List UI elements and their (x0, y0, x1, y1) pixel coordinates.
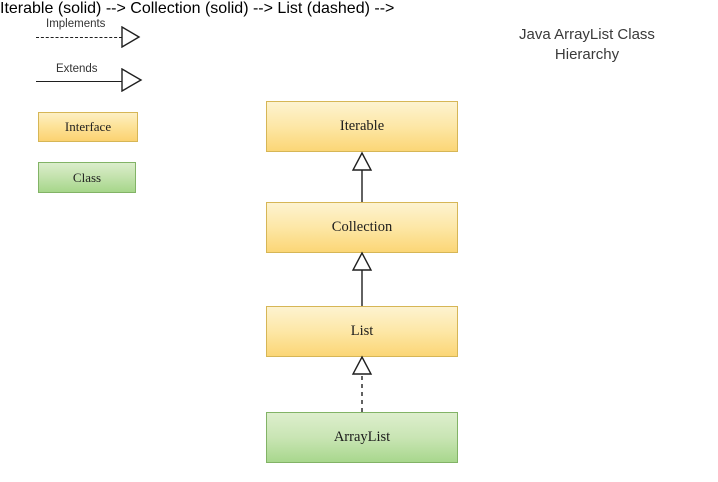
node-list[interactable]: List (266, 306, 458, 357)
legend-implements-label: Implements (46, 18, 106, 30)
node-arraylist[interactable]: ArrayList (266, 412, 458, 463)
legend-swatch-interface: Interface (38, 112, 138, 142)
legend-swatch-class-label: Class (72, 169, 102, 185)
edge-arraylist-implements-list (351, 355, 373, 412)
node-collection[interactable]: Collection (266, 202, 458, 253)
node-iterable-label: Iterable (339, 118, 385, 134)
legend-extends-line (36, 81, 122, 82)
edge-collection-extends-iterable (351, 151, 373, 202)
node-arraylist-label: ArrayList (333, 429, 391, 445)
legend-swatch-interface-label: Interface (64, 119, 112, 134)
legend-implements-line (36, 37, 122, 38)
edge-list-extends-collection (351, 251, 373, 306)
node-collection-label: Collection (331, 219, 393, 235)
legend-swatch-class: Class (38, 162, 136, 193)
node-list-label: List (350, 323, 374, 339)
page-title: Java ArrayList Class Hierarchy (519, 26, 655, 63)
legend-extends-label: Extends (56, 63, 98, 75)
node-iterable[interactable]: Iterable (266, 101, 458, 152)
